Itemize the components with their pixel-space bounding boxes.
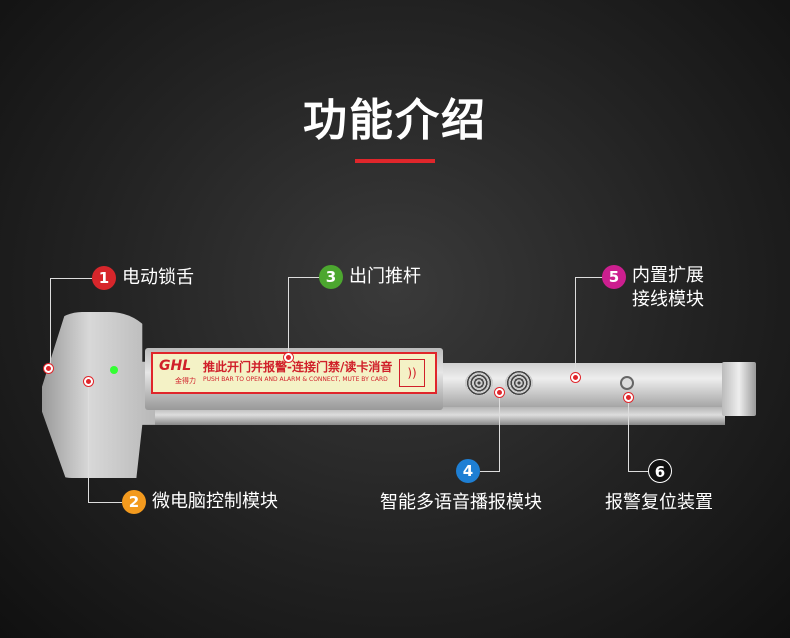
sticker-en-text: PUSH BAR TO OPEN AND ALARM & CONNECT, MU… xyxy=(203,376,388,383)
leader-line xyxy=(480,471,500,472)
device-rail xyxy=(155,405,725,425)
marker-dot xyxy=(84,377,93,386)
callout-badge-1: 1 xyxy=(92,266,116,290)
device-handle xyxy=(42,312,160,478)
device-end-cap xyxy=(722,362,756,416)
leader-line xyxy=(499,392,500,471)
page-title: 功能介绍 xyxy=(303,95,487,146)
callout-badge-3: 3 xyxy=(319,265,343,289)
brand-logo: GHL xyxy=(159,358,192,374)
speaker-grille-icon xyxy=(505,371,533,395)
callout-label-2: 微电脑控制模块 xyxy=(152,491,278,512)
leader-line xyxy=(288,277,320,278)
callout-badge-2: 2 xyxy=(122,490,146,514)
marker-dot xyxy=(44,364,53,373)
callout-label-4: 智能多语音播报模块 xyxy=(380,492,542,513)
leader-line xyxy=(628,471,648,472)
reset-keyhole-icon xyxy=(620,376,634,390)
status-led xyxy=(110,366,118,374)
callout-badge-5: 5 xyxy=(602,265,626,289)
callout-label-5: 内置扩展 xyxy=(632,265,704,286)
leader-line xyxy=(88,502,122,503)
marker-dot xyxy=(624,393,633,402)
callout-badge-4: 4 xyxy=(456,459,480,483)
callout-label-5b: 接线模块 xyxy=(632,289,704,310)
brand-sub-name: 金得力 xyxy=(175,377,196,385)
sticker-cn-text: 推此开门并报警-连接门禁/读卡消音 xyxy=(203,360,393,374)
card-tap-icon: )) xyxy=(399,359,425,387)
marker-dot xyxy=(495,388,504,397)
callout-label-1: 电动锁舌 xyxy=(122,267,194,288)
marker-dot xyxy=(571,373,580,382)
push-bar-sticker: GHL 金得力 推此开门并报警-连接门禁/读卡消音 PUSH BAR TO OP… xyxy=(151,352,437,394)
title-underline xyxy=(355,159,435,163)
callout-label-6: 报警复位装置 xyxy=(605,492,713,513)
leader-line xyxy=(50,278,92,279)
callout-badge-6: 6 xyxy=(648,459,672,483)
marker-dot xyxy=(284,353,293,362)
leader-line xyxy=(50,278,51,368)
leader-line xyxy=(575,277,603,278)
leader-line xyxy=(88,382,89,502)
leader-line xyxy=(628,397,629,471)
speaker-grille-icon xyxy=(465,371,493,395)
leader-line xyxy=(575,277,576,377)
leader-line xyxy=(288,277,289,357)
callout-label-3: 出门推杆 xyxy=(349,266,421,287)
